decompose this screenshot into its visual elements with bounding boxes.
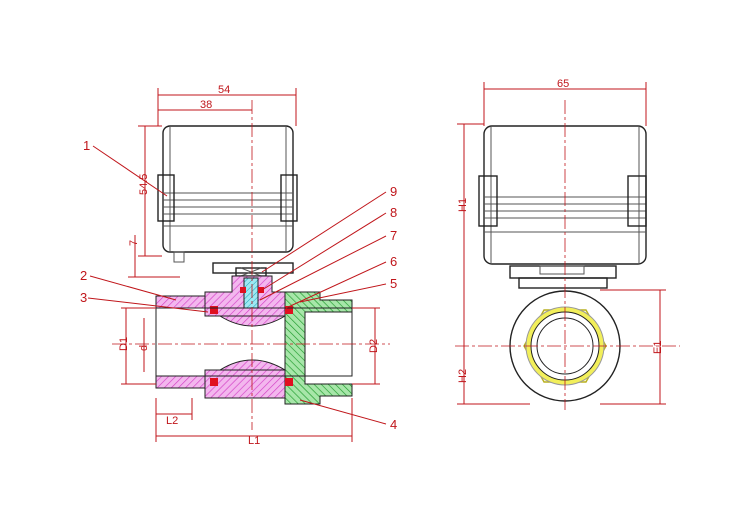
callout-9: 9 <box>390 184 397 199</box>
front-view: 54 38 54.5 7 D1 d <box>80 84 397 447</box>
dim-54-5: 54.5 <box>138 174 150 195</box>
end-cap-section <box>284 291 353 405</box>
bore-outline <box>155 307 353 377</box>
callout-1: 1 <box>83 138 90 153</box>
callout-7: 7 <box>390 228 397 243</box>
side-coupling <box>509 265 617 289</box>
dim-E1: E1 <box>652 341 664 354</box>
flow-dimensions: D1 d D2 L2 L1 <box>118 307 380 447</box>
seals <box>210 287 293 386</box>
side-dimensions: 65 H1 H2 E1 <box>457 78 666 405</box>
dim-54: 54 <box>218 84 230 96</box>
dim-L1: L1 <box>248 435 260 447</box>
dim-7: 7 <box>128 240 140 246</box>
dim-38: 38 <box>200 99 212 111</box>
stem <box>243 277 259 309</box>
callout-8: 8 <box>390 205 397 220</box>
dim-d: d <box>138 345 150 351</box>
dim-H1: H1 <box>457 198 469 212</box>
callout-3: 3 <box>80 290 87 305</box>
actuator-housing <box>157 125 298 263</box>
side-view: 65 H1 H2 E1 <box>455 78 680 410</box>
dim-L2: L2 <box>166 415 178 427</box>
callout-4: 4 <box>390 417 397 432</box>
dim-D2: D2 <box>368 339 380 353</box>
left-dimensions: 54.5 7 <box>128 125 180 278</box>
stem-coupling <box>212 262 294 277</box>
dim-D1: D1 <box>118 337 130 351</box>
valve-body-section <box>155 275 299 399</box>
callout-leaders <box>87 145 387 425</box>
top-dimensions: 54 38 <box>157 84 297 126</box>
dim-H2: H2 <box>457 369 469 383</box>
callout-2: 2 <box>80 268 87 283</box>
side-actuator-housing <box>478 125 647 265</box>
callout-5: 5 <box>390 276 397 291</box>
callout-6: 6 <box>390 254 397 269</box>
dim-65: 65 <box>557 78 569 90</box>
